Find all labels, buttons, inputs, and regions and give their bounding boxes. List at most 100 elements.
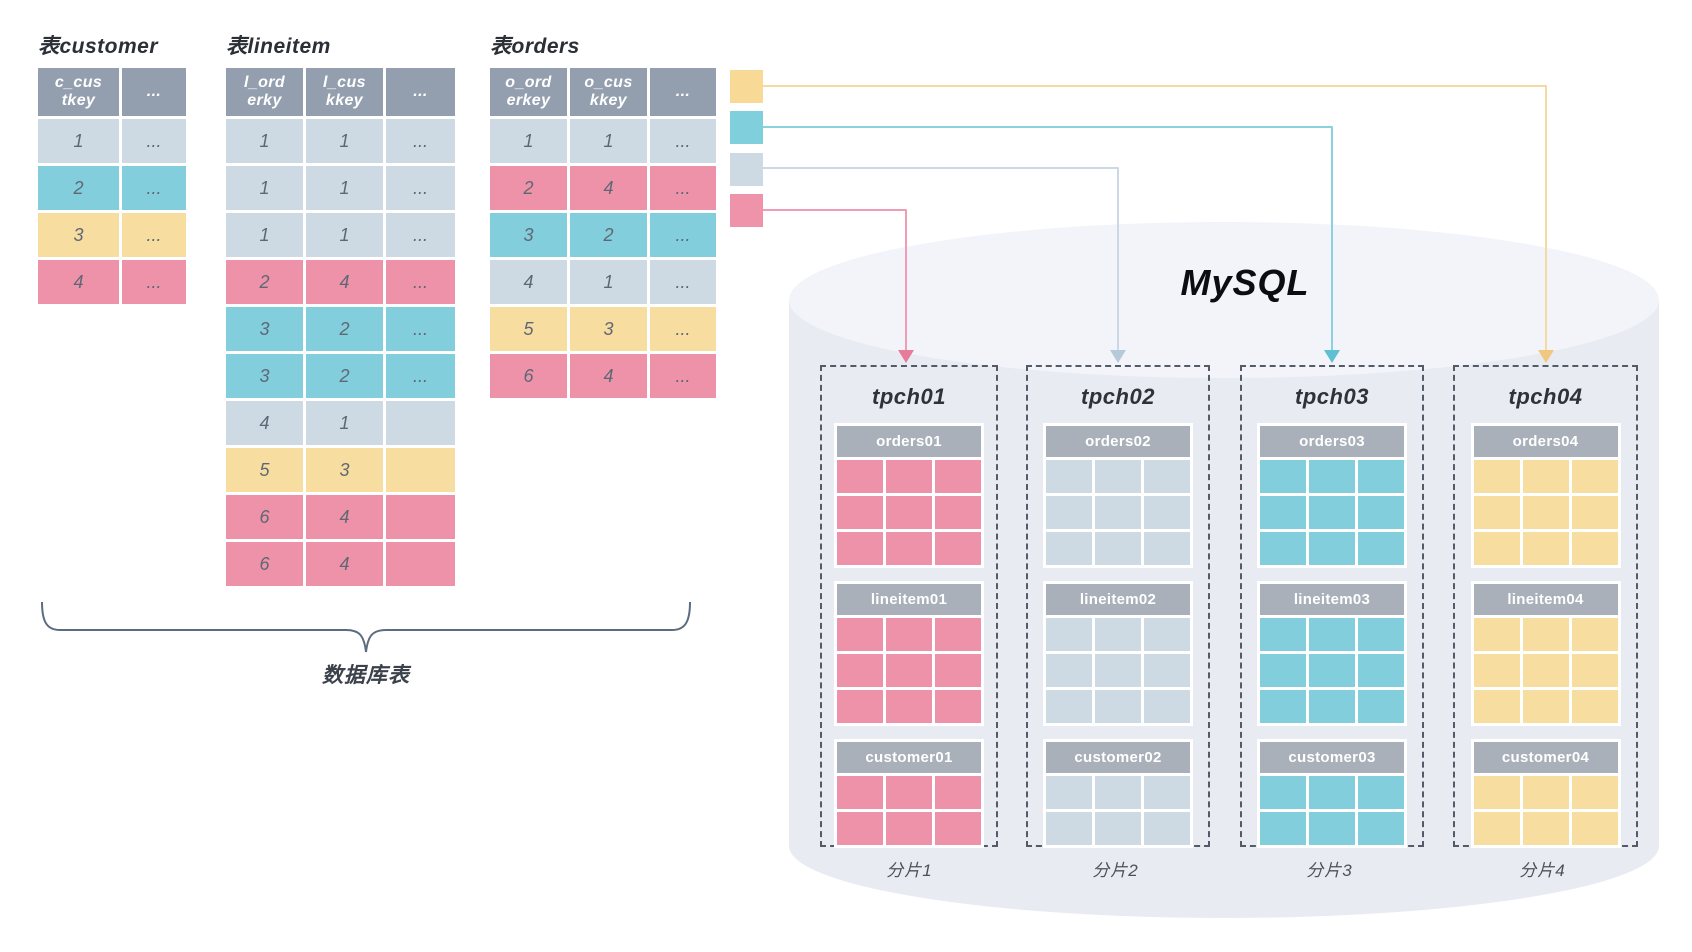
data-cell: 2 [306,354,383,398]
grid-cell [935,496,981,529]
shard-table-grid [1260,618,1404,723]
grid-cell [886,496,932,529]
grid-cell [1571,654,1618,687]
grid-cell [1358,496,1404,529]
grid-cell [1358,776,1404,809]
table-row: 3... [38,213,186,257]
grid-cell [837,460,883,493]
table-row: 4... [38,260,186,304]
shard-table-lineitem02: lineitem02 [1043,581,1193,726]
grid-cell [1473,812,1520,845]
grid-cell [1522,776,1569,809]
shard-table-customer03: customer03 [1257,739,1407,848]
header-cell: o_ord erkey [490,68,567,116]
grid-cell [1309,496,1355,529]
grid-cell [1522,812,1569,845]
grid-cell [1473,532,1520,565]
shard-table-header: orders04 [1473,426,1618,457]
shard-label: 分片2 [1092,861,1139,880]
shard-table-grid [1473,460,1618,565]
data-cell: 3 [38,213,119,257]
grid-cell [1144,812,1190,845]
data-cell: 1 [490,119,567,163]
data-cell: 4 [570,166,647,210]
grid-cell [1144,776,1190,809]
grid-cell [1260,812,1306,845]
header-cell: c_cus tkey [38,68,119,116]
data-cell: ... [650,166,716,210]
data-cell: 4 [306,495,383,539]
grid-cell [1144,618,1190,651]
data-cell: 3 [226,354,303,398]
data-cell: ... [122,213,186,257]
shard-table-grid [1046,776,1190,845]
shard-table-header: orders01 [837,426,981,457]
data-cell: 1 [306,119,383,163]
grid-cell [886,776,932,809]
table-title: 表orders [490,35,580,58]
grid-cell [886,618,932,651]
shard-table-orders04: orders04 [1470,423,1621,568]
data-cell: ... [650,260,716,304]
grid-cell [886,812,932,845]
grid-cell [1046,532,1092,565]
grid-cell [837,776,883,809]
shard-table-header: customer04 [1473,742,1618,773]
shard-table-orders03: orders03 [1257,423,1407,568]
shard-box-tpch04: tpch04 orders04 lineitem04 customer04 [1453,365,1638,848]
grid-cell [837,690,883,723]
shard-table-header: orders02 [1046,426,1190,457]
grid-cell [1358,812,1404,845]
data-cell: 6 [226,495,303,539]
data-cell: 3 [570,307,647,351]
grid-cell [886,690,932,723]
grid-cell [1144,654,1190,687]
header-cell: l_cus kkey [306,68,383,116]
shard-title: tpch04 [1508,384,1583,409]
grid-cell [1571,776,1618,809]
shard-table-header: lineitem03 [1260,584,1404,615]
grid-cell [837,618,883,651]
grid-cell [1473,654,1520,687]
database-tables-caption: 数据库表 [322,664,410,687]
grid-cell [1260,460,1306,493]
grid-cell [1260,654,1306,687]
data-cell: 4 [306,260,383,304]
shard-table-grid [1046,618,1190,723]
shard-table-grid [1473,618,1618,723]
grid-cell [935,654,981,687]
grid-cell [1144,690,1190,723]
grid-cell [1260,496,1306,529]
grid-cell [1095,654,1141,687]
shard-table-orders01: orders01 [834,423,984,568]
grid-cell [1309,532,1355,565]
grid-cell [1144,496,1190,529]
data-cell [386,495,455,539]
grid-cell [1046,460,1092,493]
grid-cell [1571,460,1618,493]
shard-table-grid [837,776,981,845]
grid-cell [935,812,981,845]
data-cell: ... [650,213,716,257]
grid-cell [1473,496,1520,529]
shard-table-customer02: customer02 [1043,739,1193,848]
data-cell [386,448,455,492]
grid-cell [1046,776,1092,809]
grid-cell [1309,690,1355,723]
data-cell: 1 [570,119,647,163]
grid-cell [1046,812,1092,845]
shard-table-header: lineitem04 [1473,584,1618,615]
shard-table-lineitem01: lineitem01 [834,581,984,726]
legend-square-to-tpch03 [730,111,763,144]
data-cell: 6 [490,354,567,398]
data-cell: ... [386,166,455,210]
data-cell: ... [122,166,186,210]
shard-table-customer01: customer01 [834,739,984,848]
data-cell: ... [386,213,455,257]
